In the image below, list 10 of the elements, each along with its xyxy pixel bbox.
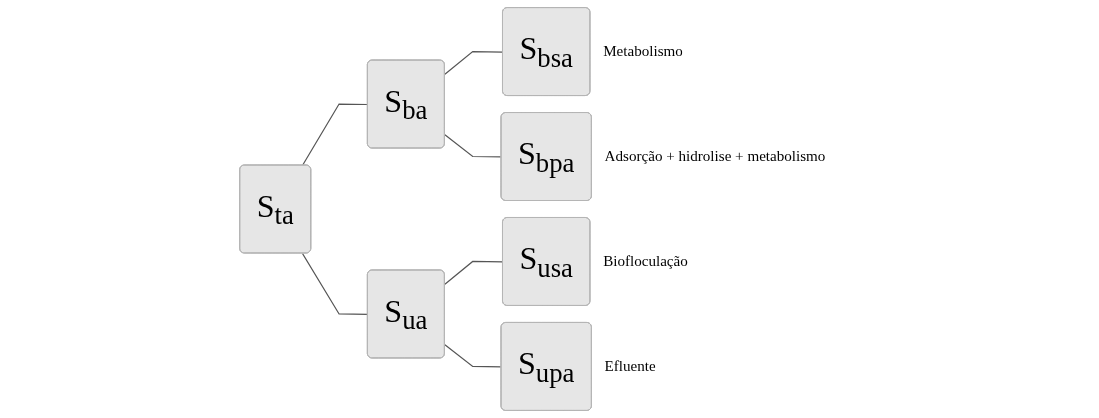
node-label: Adsorção + hidrolise + metabolismo xyxy=(604,148,826,165)
connector xyxy=(444,134,503,158)
connector xyxy=(301,252,369,316)
connector xyxy=(444,344,503,368)
node-label: Efluente xyxy=(604,357,656,374)
node-label: Biofloculação xyxy=(603,253,688,270)
connector xyxy=(444,260,504,285)
connector xyxy=(301,103,369,167)
node-label: Metabolismo xyxy=(603,43,683,60)
connector xyxy=(444,50,504,75)
